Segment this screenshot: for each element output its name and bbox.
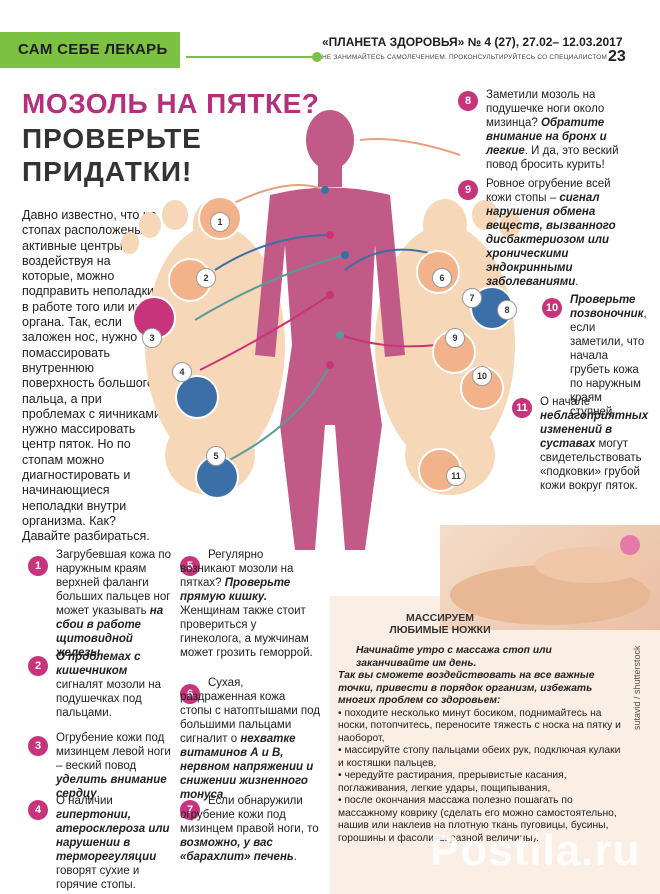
item-1-text: Загрубевшая кожа по наружным краям верхн… (56, 549, 172, 659)
icon-number-5: 5 (206, 446, 226, 466)
headline-question: МОЗОЛЬ НА ПЯТКЕ? (22, 88, 320, 119)
icon-number-2: 2 (196, 268, 216, 288)
item-2-text: О проблемах с кишечником сигналят мозоли… (56, 651, 162, 719)
publication-title: «ПЛАНЕТА ЗДОРОВЬЯ» № 4 (27), 27.02– 12.0… (322, 35, 623, 49)
item-number-4: 4 (28, 800, 48, 820)
item-4-text: О наличии гипертонии, атеросклероза или … (56, 795, 170, 891)
header-dot (312, 52, 322, 62)
item-7-text: Если обнаружили огрубение кожи под мизин… (180, 795, 319, 863)
massage-bullet: • чередуйте растирания, прерывистые каса… (338, 770, 567, 794)
massage-lead-1: Начинайте утро с массажа стоп или заканч… (356, 645, 552, 669)
massage-title: МАССИРУЕМ ЛЮБИМЫЕ НОЖКИ (389, 612, 491, 636)
item-11-text: О начале неблагоприятных изменений в сус… (540, 396, 649, 492)
massage-bullet: • массируйте стопу пальцами обеих рук, п… (338, 745, 621, 769)
item-number-8: 8 (458, 91, 478, 111)
left-toe-3 (139, 212, 161, 238)
item-number-2: 2 (28, 656, 48, 676)
section-label: САМ СЕБЕ ЛЕКАРЬ (18, 41, 168, 58)
header-divider (186, 56, 316, 58)
thyroid-icon (198, 196, 242, 240)
section-banner: САМ СЕБЕ ЛЕКАРЬ (0, 32, 180, 68)
uterus-icon (195, 455, 239, 499)
icon-number-10: 10 (472, 366, 492, 386)
item-number-5: 5 (180, 556, 200, 576)
feet-photo (440, 525, 660, 630)
item-number-3: 3 (28, 736, 48, 756)
intro-text: Давно известно, что на стопах расположен… (22, 208, 161, 544)
headline-line-2: ПРОВЕРЬТЕ (22, 123, 202, 154)
disclaimer: НЕ ЗАНИМАЙТЕСЬ САМОЛЕЧЕНИЕМ. ПРОКОНСУЛЬТ… (322, 54, 608, 61)
massage-bullet: • после окончания массажа полезно пошага… (338, 795, 617, 844)
item-number-10: 10 (542, 298, 562, 318)
icon-number-6: 6 (432, 268, 452, 288)
icon-number-9: 9 (445, 328, 465, 348)
item-9-text: Ровное огрубение всей кожи стопы – сигна… (486, 178, 616, 288)
icon-number-4: 4 (172, 362, 192, 382)
left-toe-4 (121, 232, 139, 254)
thermometer-icon (175, 375, 219, 419)
right-toe-3 (499, 212, 521, 238)
headline-main: ПРОВЕРЬТЕ ПРИДАТКИ! (22, 122, 202, 188)
icon-number-8: 8 (497, 300, 517, 320)
headline-line-3: ПРИДАТКИ! (22, 156, 193, 187)
left-toe-2 (162, 200, 188, 230)
right-toe-2 (472, 200, 498, 230)
item-6-text: Сухая, раздраженная кожа стопы с натопты… (180, 677, 320, 801)
right-big-toe (423, 199, 467, 251)
item-number-6: 6 (180, 684, 200, 704)
item-8-text: Заметили мозоль на подушечке ноги около … (486, 89, 619, 171)
organ-dots (321, 186, 349, 369)
item-number-1: 1 (28, 556, 48, 576)
item-10-text: Проверьте позвоночник, если заметили, чт… (570, 294, 647, 418)
item-3-text: Огрубение кожи под мизинцем левой ноги –… (56, 732, 171, 800)
page-number: 23 (608, 48, 626, 65)
item-5-text: Регулярно возникают мозоли на пятках? Пр… (180, 549, 313, 659)
massage-panel (330, 596, 660, 894)
photo-credit: sutavid / shutterstock (632, 645, 642, 730)
icon-number-1: 1 (210, 212, 230, 232)
watermark: Postila.ru (430, 826, 641, 875)
item-number-9: 9 (458, 180, 478, 200)
massage-bullet: • походите несколько минут босиком, подн… (338, 707, 621, 744)
connector-arrows (194, 138, 466, 466)
icon-number-7: 7 (462, 288, 482, 308)
icon-number-3: 3 (142, 328, 162, 348)
massage-text: Начинайте утро с массажа стоп или заканч… (338, 645, 628, 845)
icon-number-11: 11 (446, 466, 466, 486)
massage-lead-2: Так вы сможете воздействовать на все важ… (338, 670, 595, 706)
item-number-11: 11 (512, 398, 532, 418)
item-number-7: 7 (180, 800, 200, 820)
